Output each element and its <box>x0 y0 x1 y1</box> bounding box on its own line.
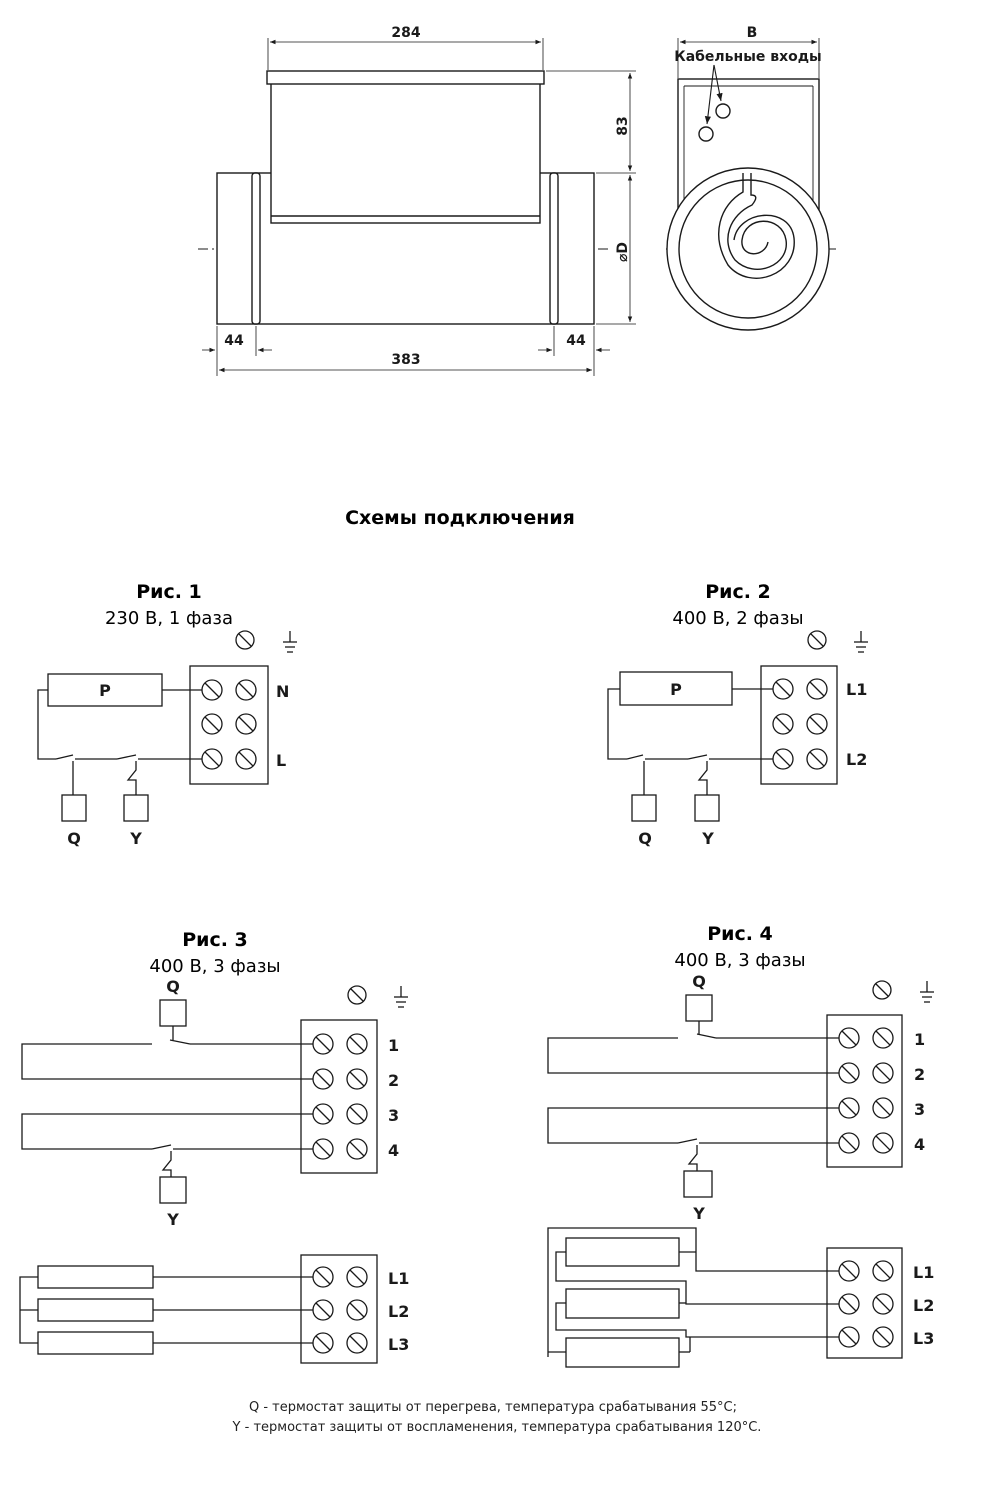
note-q: Q - термостат защиты от перегрева, темпе… <box>249 1400 737 1415</box>
fig2-schematic <box>607 630 868 822</box>
dim-top-width: 284 <box>391 25 420 41</box>
fig4-terminal-2: 2 <box>914 1065 925 1084</box>
fig4-terminal-l3: L3 <box>913 1329 934 1348</box>
fig3-terminal-l2: L2 <box>388 1302 409 1321</box>
fig4-title: Рис. 4 <box>707 923 773 945</box>
fig4-terminal-4: 4 <box>914 1135 925 1154</box>
fig1-terminal-screws <box>201 679 257 770</box>
fig2-terminal-screws <box>772 678 828 770</box>
fig3-terminal-3: 3 <box>388 1106 399 1125</box>
fig3-terminal-1: 1 <box>388 1036 399 1055</box>
fig3-terminal-l3: L3 <box>388 1335 409 1354</box>
fig2-terminal-l1: L1 <box>846 680 867 699</box>
fig1-heater-label: P <box>99 681 111 700</box>
fig2-y-label: Y <box>701 829 714 848</box>
fig2-subtitle: 400 В, 2 фазы <box>672 608 803 629</box>
fig3-terminal-l1: L1 <box>388 1269 409 1288</box>
section-title: Схемы подключения <box>345 507 575 529</box>
cable-entries-label: Кабельные входы <box>674 49 821 65</box>
fig3-terminal-4: 4 <box>388 1141 399 1160</box>
fig3-power-terminal-screws <box>312 1266 368 1354</box>
fig1-terminal-l: L <box>276 751 286 770</box>
dim-right-collar: 44 <box>566 333 586 349</box>
fig2-heater-label: P <box>670 680 682 699</box>
dim-box-height: 83 <box>615 116 631 135</box>
fig4-terminal-screws <box>838 1027 894 1154</box>
fig2-title: Рис. 2 <box>705 581 771 603</box>
side-view <box>198 38 636 376</box>
fig3-schematic <box>19 985 408 1364</box>
dim-left-collar: 44 <box>224 333 244 349</box>
fig3-title: Рис. 3 <box>182 929 248 951</box>
fig2-terminal-l2: L2 <box>846 750 867 769</box>
fig4-power-terminal-screws <box>838 1260 894 1348</box>
fig3-y-label: Y <box>166 1210 179 1229</box>
fig1-subtitle: 230 В, 1 фаза <box>105 608 233 629</box>
fig1-terminal-n: N <box>276 682 289 701</box>
fig3-subtitle: 400 В, 3 фазы <box>149 956 280 977</box>
fig2-q-label: Q <box>638 829 652 848</box>
fig4-terminal-l2: L2 <box>913 1296 934 1315</box>
dim-diameter: ⌀D <box>615 242 631 262</box>
fig4-terminal-l1: L1 <box>913 1263 934 1282</box>
fig4-subtitle: 400 В, 3 фазы <box>674 950 805 971</box>
note-y: Y - термостат защиты от воспламенения, т… <box>232 1420 762 1435</box>
fig3-terminal-2: 2 <box>388 1071 399 1090</box>
end-view <box>666 38 836 331</box>
dim-total-length: 383 <box>391 352 420 368</box>
fig3-terminal-screws <box>312 1033 368 1160</box>
fig1-y-label: Y <box>129 829 142 848</box>
fig1-q-label: Q <box>67 829 81 848</box>
dim-side-width: B <box>747 25 758 41</box>
fig1-title: Рис. 1 <box>136 581 202 603</box>
fig4-terminal-3: 3 <box>914 1100 925 1119</box>
fig4-q-label: Q <box>692 972 706 991</box>
fig3-q-label: Q <box>166 977 180 996</box>
fig1-schematic <box>37 630 297 822</box>
fig4-schematic <box>547 980 934 1368</box>
fig4-terminal-1: 1 <box>914 1030 925 1049</box>
fig4-y-label: Y <box>692 1204 705 1223</box>
